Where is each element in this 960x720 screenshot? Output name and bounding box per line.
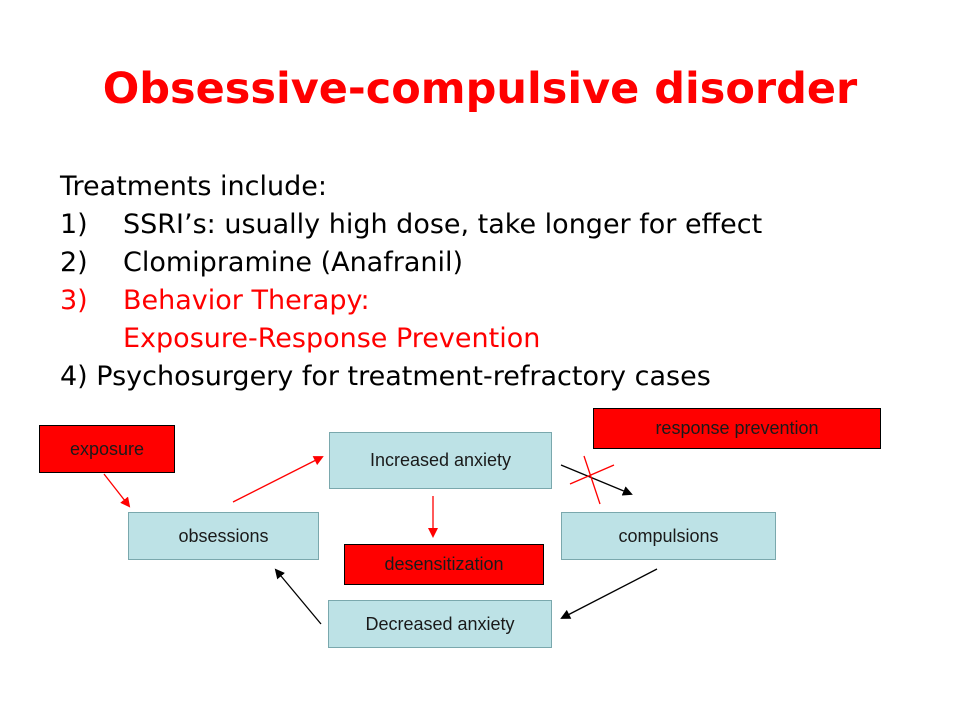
node-obsessions: obsessions: [128, 512, 319, 560]
blocked-cross-mark: [569, 455, 615, 505]
page-title: Obsessive-compulsive disorder: [102, 64, 858, 114]
node-exposure: exposure: [39, 425, 175, 473]
node-desensitization: desensitization: [344, 544, 544, 585]
arrow-increased-anxiety-to-compulsions: [560, 464, 633, 496]
node-compulsions: compulsions: [561, 512, 776, 560]
arrow-obsessions-to-increased-anxiety: [232, 456, 324, 503]
arrow-compulsions-to-decreased-anxiety: [560, 568, 658, 619]
arrow-exposure-to-obsessions: [103, 473, 131, 508]
node-response-prevention: response prevention: [593, 408, 881, 449]
node-decreased-anxiety: Decreased anxiety: [328, 600, 552, 648]
arrow-decreased-anxiety-to-obsessions: [274, 568, 322, 625]
node-increased-anxiety: Increased anxiety: [329, 432, 552, 489]
